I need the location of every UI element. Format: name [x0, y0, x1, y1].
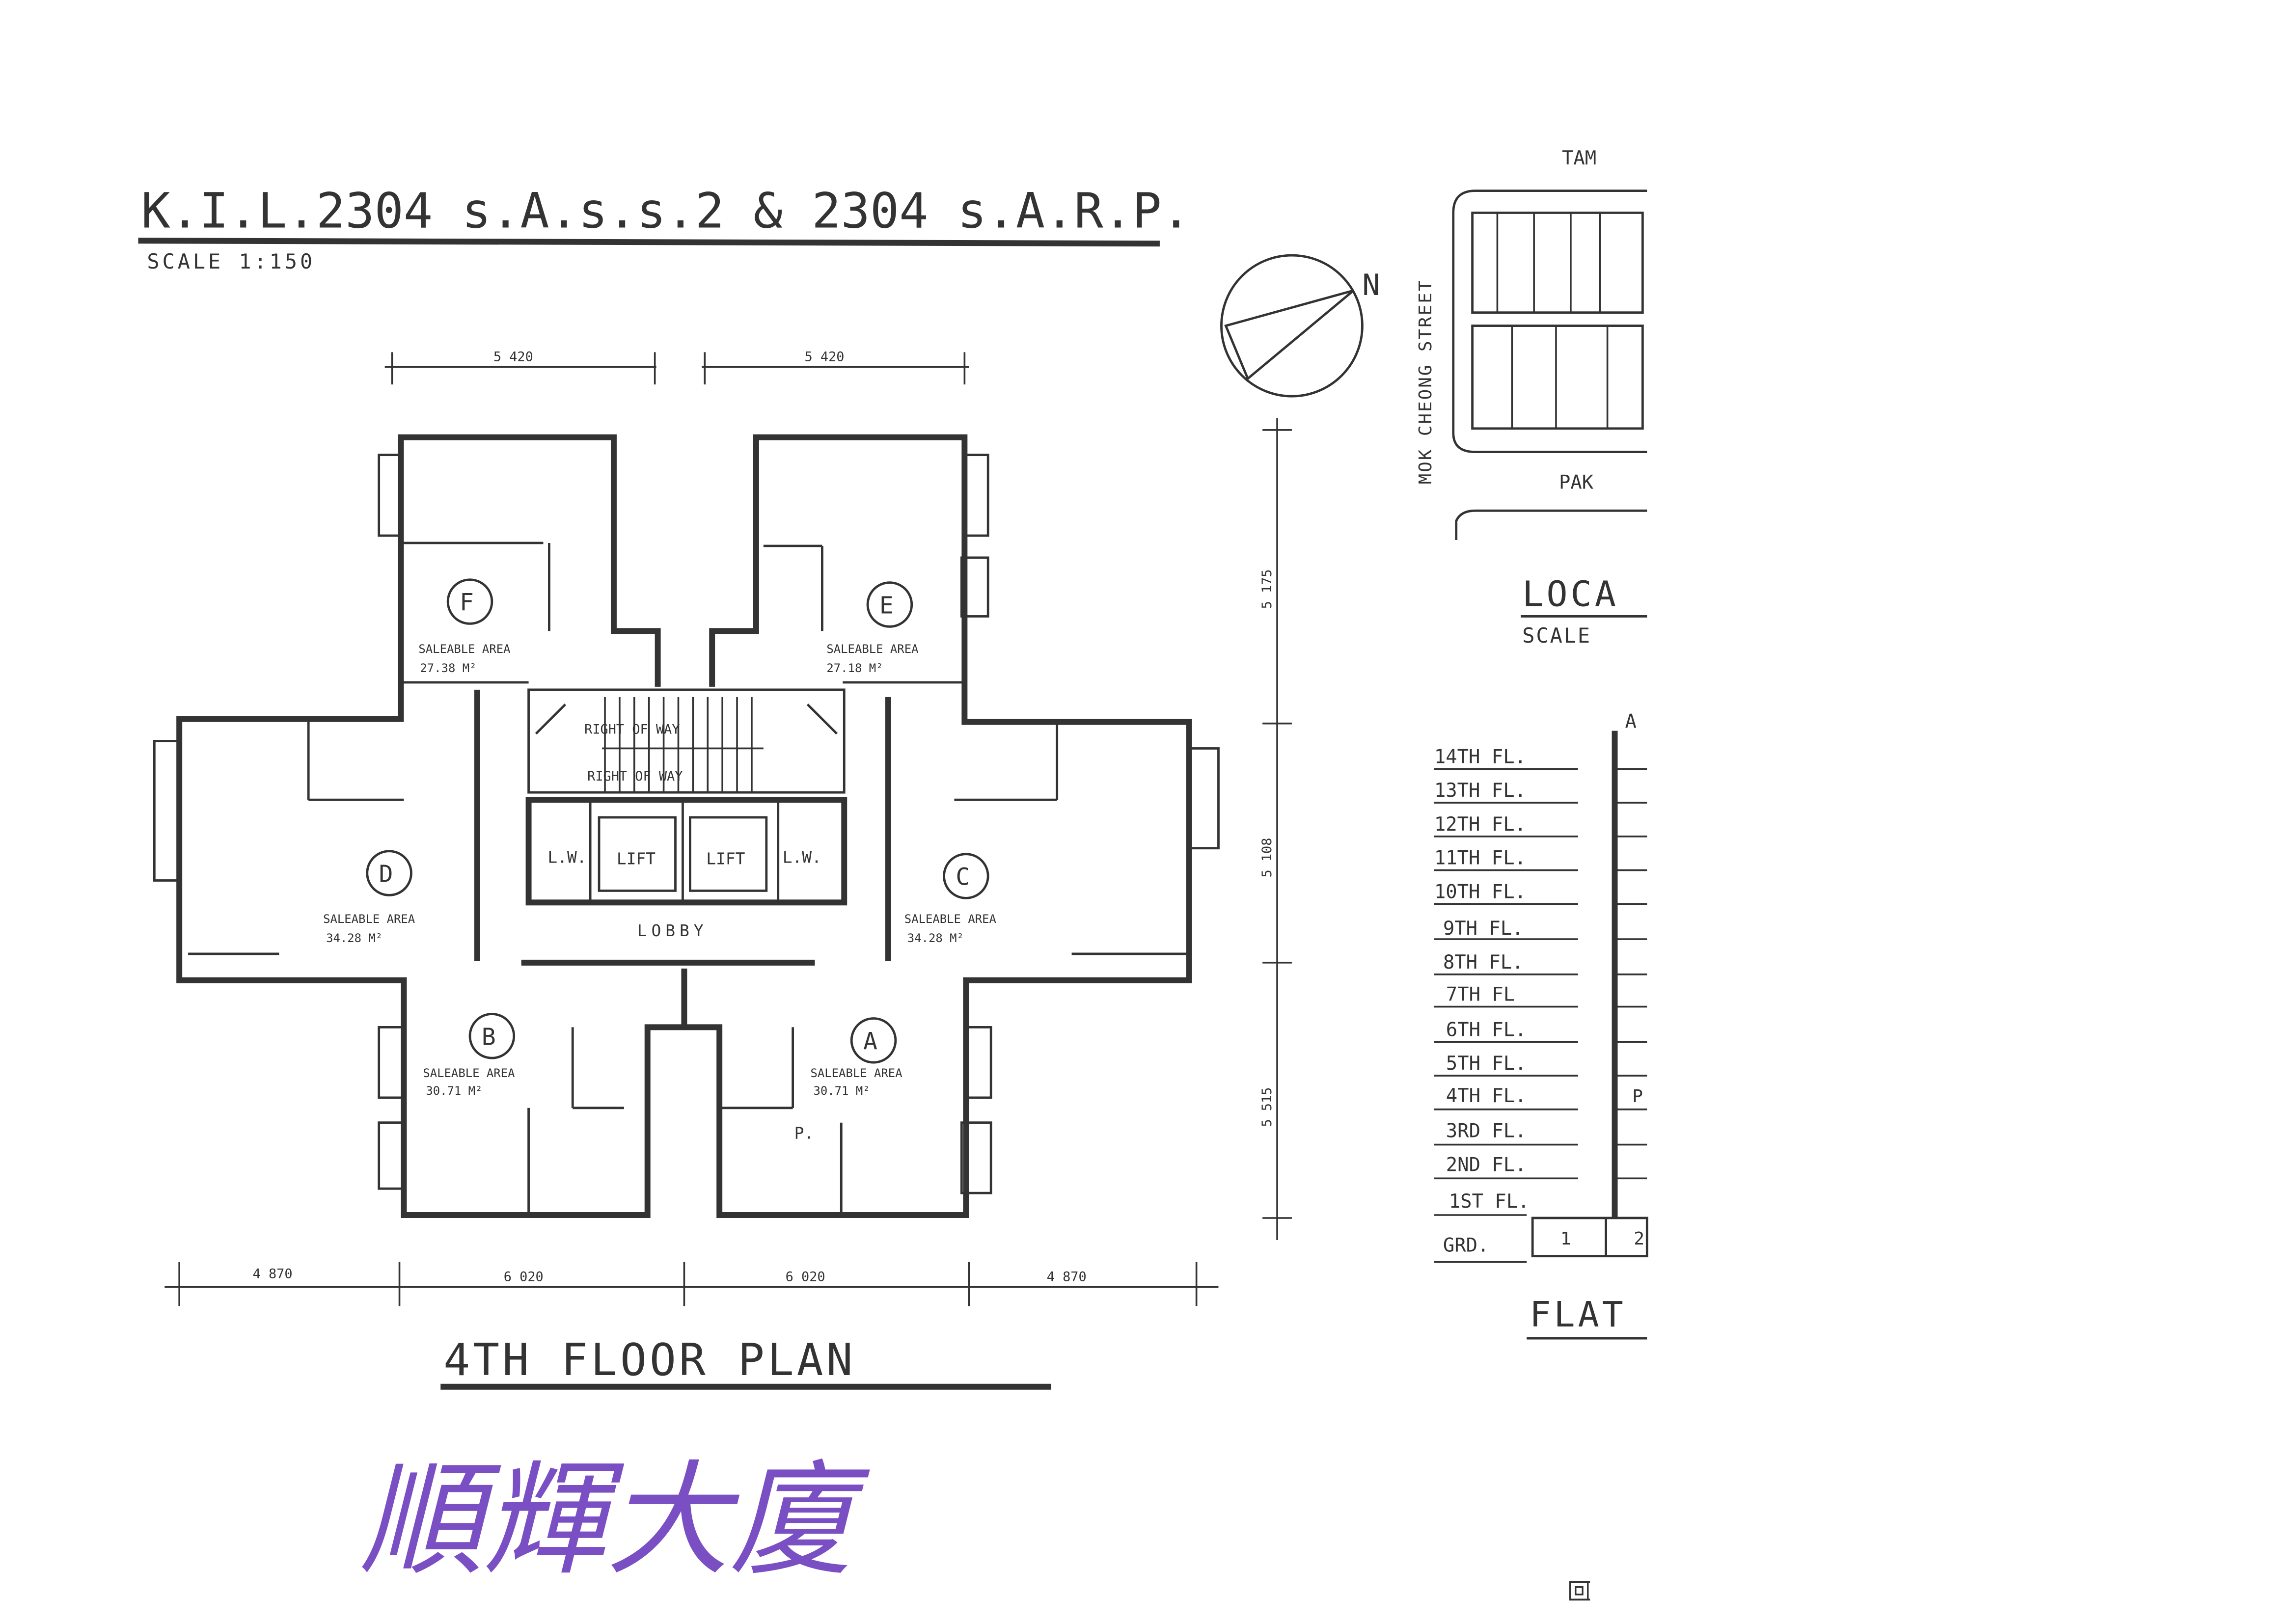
flat-A: A SALEABLE AREA 30.71 M² P.: [794, 1017, 902, 1143]
location-plan: TAM MOK CHEONG STREET PAK LOCA SCALE: [1416, 147, 1647, 648]
svg-text:SCALE: SCALE: [1522, 623, 1591, 648]
flat-floor-table: A 14TH FL. 13TH FL. 12TH FL. 11TH FL. 10…: [1434, 711, 1648, 1340]
stair-text: RIGHT OF WAY: [587, 769, 683, 784]
svg-text:6 020: 6 020: [786, 1270, 825, 1285]
svg-text:4 870: 4 870: [253, 1267, 293, 1282]
svg-text:10TH FL.: 10TH FL.: [1434, 881, 1526, 903]
svg-text:5 515: 5 515: [1259, 1087, 1275, 1127]
svg-text:5 175: 5 175: [1259, 569, 1275, 609]
svg-text:27.38 M²: 27.38 M²: [420, 661, 476, 675]
svg-text:SALEABLE AREA: SALEABLE AREA: [418, 642, 510, 656]
svg-text:30.71 M²: 30.71 M²: [426, 1084, 482, 1098]
svg-text:D: D: [379, 861, 393, 888]
svg-text:C: C: [956, 864, 970, 891]
svg-text:PAK: PAK: [1559, 471, 1594, 493]
dimension-right: 5 175 5 108 5 515: [1259, 418, 1292, 1240]
svg-text:4TH FL.: 4TH FL.: [1446, 1085, 1527, 1107]
flat-F: F SALEABLE AREA 27.38 M²: [418, 578, 511, 675]
stair-core: RIGHT OF WAY RIGHT OF WAY L.W. LIFT LIFT…: [525, 688, 847, 940]
svg-text:12TH FL.: 12TH FL.: [1434, 813, 1526, 836]
scale-label: SCALE 1:150: [147, 249, 315, 273]
lift-label: LIFT: [617, 849, 656, 868]
svg-text:SALEABLE AREA: SALEABLE AREA: [323, 912, 415, 926]
plan-title: 4TH FLOOR PLAN: [443, 1335, 855, 1386]
flat-D: D SALEABLE AREA 34.28 M²: [323, 850, 415, 945]
svg-text:E: E: [879, 592, 894, 619]
svg-text:34.28 M²: 34.28 M²: [326, 931, 383, 945]
svg-text:13TH FL.: 13TH FL.: [1434, 780, 1526, 802]
svg-text:B: B: [482, 1024, 496, 1051]
flat-B: B SALEABLE AREA 30.71 M²: [423, 1013, 516, 1098]
svg-text:F: F: [460, 589, 474, 616]
svg-text:1: 1: [1560, 1229, 1571, 1249]
flat-E: E SALEABLE AREA 27.18 M²: [826, 581, 918, 675]
dimension-bottom: 4 870 6 020 6 020 4 870: [164, 1262, 1219, 1306]
svg-text:SALEABLE AREA: SALEABLE AREA: [423, 1066, 515, 1080]
floor-plan-walls: [153, 434, 1220, 1218]
svg-text:27.18 M²: 27.18 M²: [826, 661, 883, 675]
lift-well-label: L.W.: [547, 848, 586, 867]
svg-text:P.: P.: [794, 1124, 814, 1143]
lobby-label: LOBBY: [637, 921, 708, 940]
lift-well-label: L.W.: [783, 848, 821, 867]
svg-text:14TH FL.: 14TH FL.: [1434, 746, 1526, 768]
svg-text:SALEABLE AREA: SALEABLE AREA: [904, 912, 996, 926]
svg-text:7TH FL: 7TH FL: [1446, 984, 1515, 1006]
svg-text:2: 2: [1634, 1229, 1644, 1249]
svg-text:6TH FL.: 6TH FL.: [1446, 1019, 1527, 1041]
lot-title: K.I.L.2304 s.A.s.s.2 & 2304 s.A.R.P.: [141, 183, 1191, 239]
north-arrow-icon: N: [1220, 254, 1380, 398]
svg-text:GRD.: GRD.: [1443, 1235, 1489, 1257]
svg-text:5TH FL.: 5TH FL.: [1446, 1053, 1527, 1075]
title-underline: [138, 238, 1160, 247]
svg-text:SALEABLE AREA: SALEABLE AREA: [810, 1066, 902, 1080]
svg-text:1ST FL.: 1ST FL.: [1449, 1190, 1530, 1213]
corner-mark: 回: [1567, 1579, 1594, 1602]
svg-text:4 870: 4 870: [1047, 1270, 1087, 1285]
svg-text:30.71 M²: 30.71 M²: [813, 1084, 870, 1098]
svg-text:A: A: [863, 1028, 877, 1055]
svg-text:11TH FL.: 11TH FL.: [1434, 847, 1526, 869]
svg-text:5 108: 5 108: [1259, 838, 1275, 878]
svg-text:2ND FL.: 2ND FL.: [1446, 1154, 1527, 1176]
svg-text:P: P: [1632, 1086, 1643, 1107]
svg-text:N: N: [1362, 269, 1380, 302]
lift-label: LIFT: [706, 849, 745, 868]
handwritten-building-name: 順輝大廈: [360, 1449, 871, 1592]
svg-text:TAM: TAM: [1562, 147, 1596, 169]
svg-text:6 020: 6 020: [504, 1270, 544, 1285]
stair-text: RIGHT OF WAY: [584, 722, 680, 737]
svg-text:3RD FL.: 3RD FL.: [1446, 1120, 1527, 1142]
svg-text:LOCA: LOCA: [1522, 573, 1619, 615]
svg-text:MOK CHEONG STREET: MOK CHEONG STREET: [1416, 279, 1436, 485]
svg-text:A: A: [1625, 711, 1636, 733]
svg-text:FLAT: FLAT: [1530, 1294, 1626, 1335]
flat-C: C SALEABLE AREA 34.28 M²: [904, 853, 996, 945]
svg-text:9TH FL.: 9TH FL.: [1443, 918, 1524, 940]
svg-text:5 420: 5 420: [493, 349, 533, 364]
svg-text:8TH FL.: 8TH FL.: [1443, 951, 1524, 974]
svg-text:SALEABLE AREA: SALEABLE AREA: [826, 642, 918, 656]
svg-text:5 420: 5 420: [805, 349, 845, 364]
dimension-top: 5 420 5 420: [384, 349, 969, 385]
svg-text:34.28 M²: 34.28 M²: [907, 931, 964, 945]
